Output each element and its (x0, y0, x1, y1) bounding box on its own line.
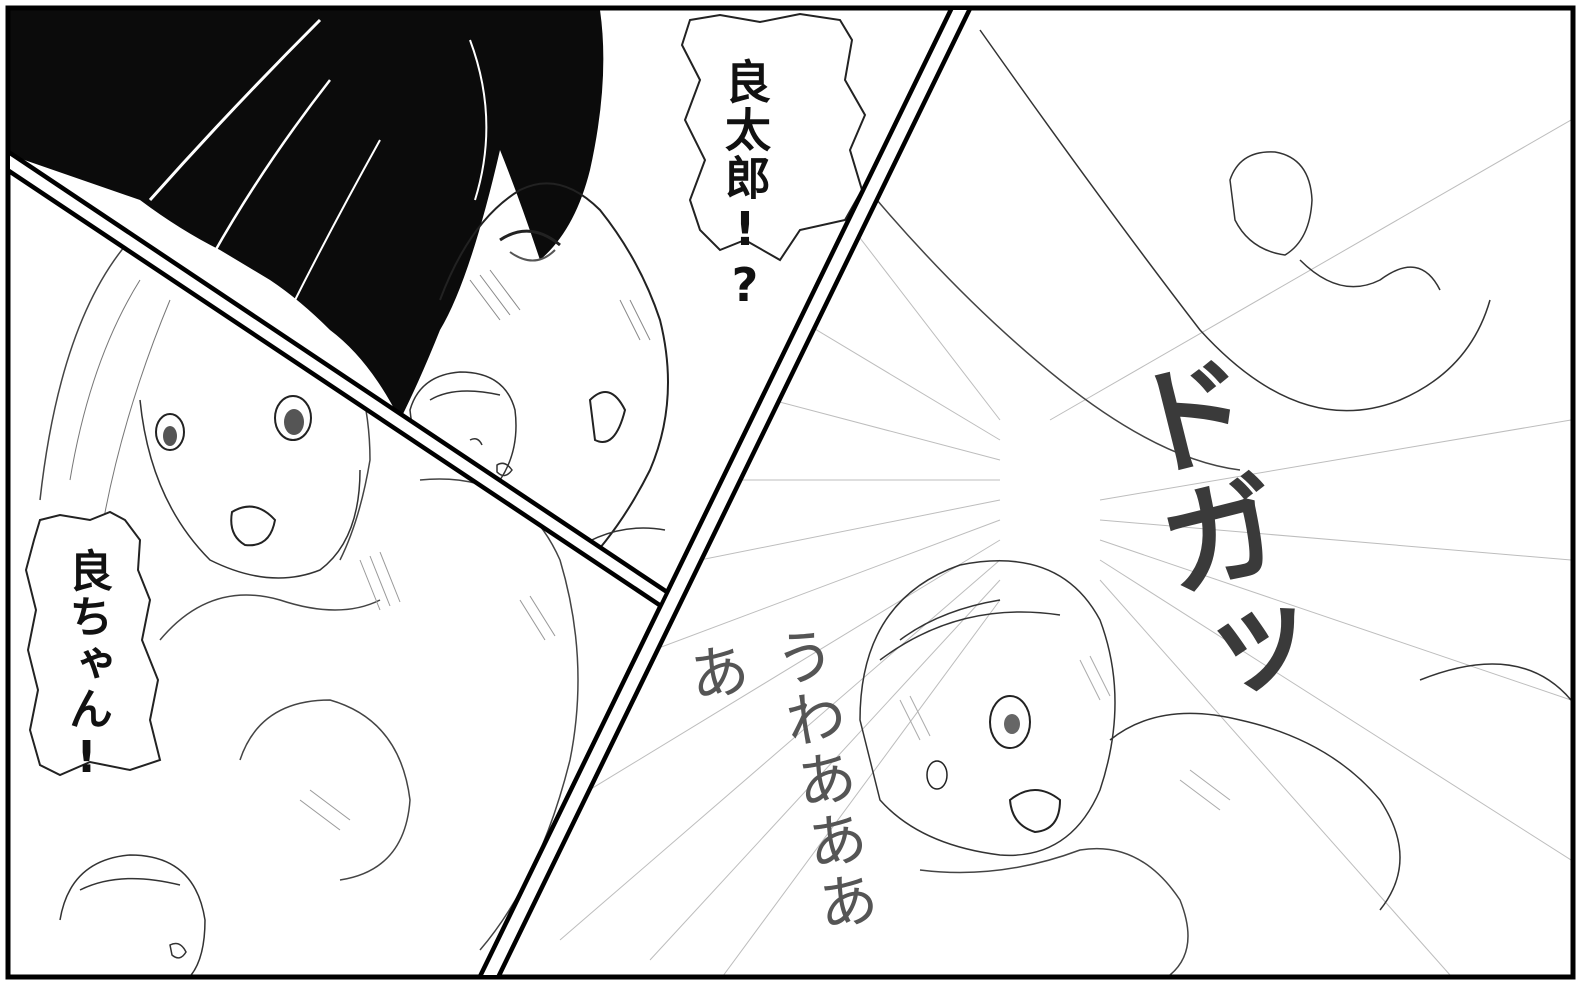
dialogue-ryotaro: 良太郎!? (718, 58, 772, 314)
speech-bubble-ryotaro (680, 12, 867, 262)
dialogue-ryochan: 良ちゃん! (61, 548, 112, 785)
panel-bottom-left (24, 216, 579, 975)
